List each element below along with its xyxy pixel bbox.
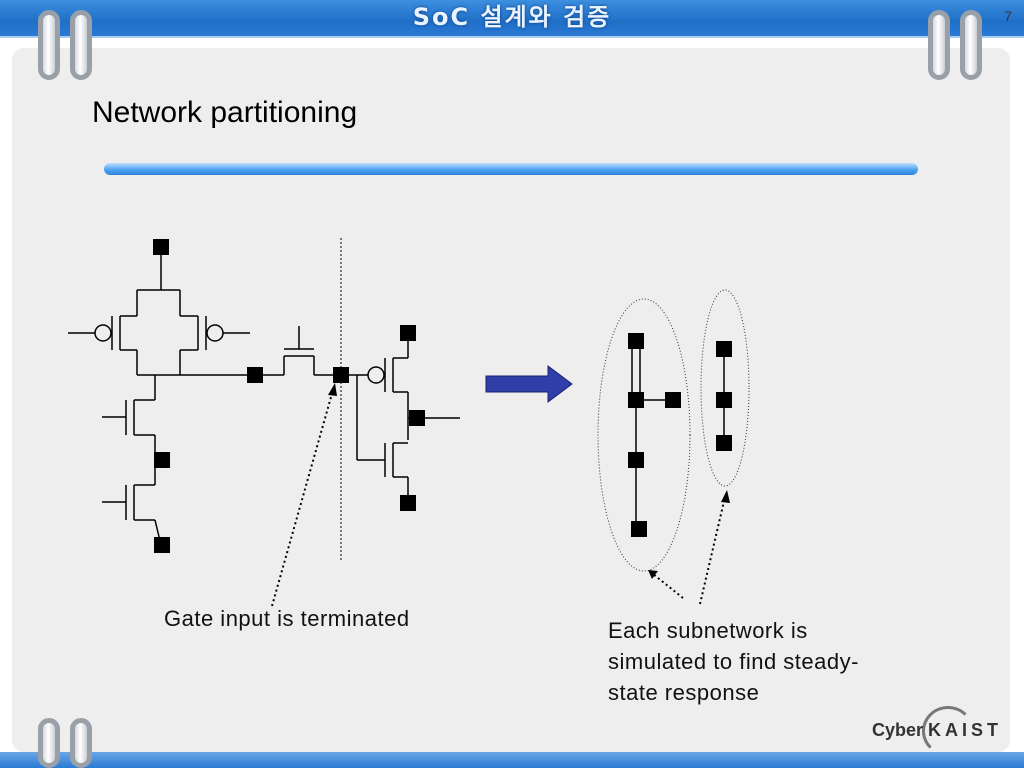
circuit-node bbox=[154, 452, 170, 468]
subnetwork-node bbox=[628, 452, 644, 468]
subnetwork-ellipse bbox=[700, 289, 750, 487]
subnetwork-node bbox=[628, 392, 644, 408]
binder-ring-icon bbox=[960, 10, 982, 80]
caption-line: simulated to find steady- bbox=[608, 649, 859, 674]
circuit-node bbox=[153, 239, 169, 255]
cyber-kaist-logo: Cyber KAIST bbox=[870, 706, 1010, 756]
binder-ring-icon bbox=[38, 718, 60, 768]
binder-ring-icon bbox=[70, 718, 92, 768]
transistor-circuit bbox=[68, 248, 460, 546]
logo-swoosh-icon bbox=[922, 706, 974, 756]
circuit-node bbox=[409, 410, 425, 426]
circuit-node bbox=[247, 367, 263, 383]
page-number: 7 bbox=[1004, 8, 1012, 24]
gate-input-caption: Gate input is terminated bbox=[164, 606, 410, 631]
binder-ring-icon bbox=[70, 10, 92, 80]
circuit-node bbox=[154, 537, 170, 553]
subnetwork-1 bbox=[631, 341, 673, 528]
caption-line: state response bbox=[608, 680, 760, 705]
logo-cyber-text: Cyber bbox=[872, 720, 924, 740]
course-title: SoC 설계와 검증 bbox=[412, 3, 612, 31]
circuit-node bbox=[400, 325, 416, 341]
subnetwork-node bbox=[665, 392, 681, 408]
circuit-nodes bbox=[153, 239, 425, 553]
annotation-arrows bbox=[271, 389, 726, 607]
footer-bar bbox=[0, 752, 1024, 768]
header-bar bbox=[0, 0, 1024, 38]
caption-line: Each subnetwork is bbox=[608, 618, 808, 643]
arrowhead-icon bbox=[648, 570, 658, 579]
slide-title: Network partitioning bbox=[92, 96, 358, 129]
subnetwork-node bbox=[631, 521, 647, 537]
arrowhead-icon bbox=[328, 383, 337, 396]
subnetwork-caption: Each subnetwork is simulated to find ste… bbox=[608, 615, 938, 708]
right-arrow-icon bbox=[485, 365, 573, 403]
subnetwork-node bbox=[628, 333, 644, 349]
subnetwork-node bbox=[716, 341, 732, 357]
binder-ring-icon bbox=[38, 10, 60, 80]
circuit-node bbox=[333, 367, 349, 383]
circuit-node bbox=[400, 495, 416, 511]
logo-kaist-text: KAIST bbox=[928, 720, 1002, 740]
arrowhead-icon bbox=[721, 490, 730, 503]
subnetwork-node bbox=[716, 392, 732, 408]
subnetwork-node bbox=[716, 435, 732, 451]
binder-ring-icon bbox=[928, 10, 950, 80]
title-underline bbox=[104, 163, 918, 175]
subnetwork-ellipse bbox=[597, 298, 691, 572]
